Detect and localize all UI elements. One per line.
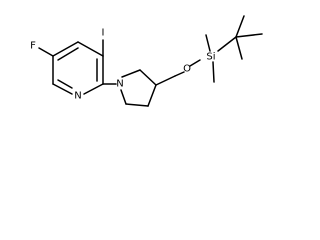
double-bond-n1-c6 [57, 79, 73, 89]
bond-cd-n [120, 89, 127, 105]
pyridine-nitrogen-label: N [74, 91, 81, 102]
bond-tbu-methyl-right [235, 33, 263, 38]
bond-n1-c6 [52, 83, 73, 95]
bond-cc-cd [125, 103, 149, 107]
bond-ch2-o [174, 71, 185, 77]
oxygen-atom-label: O [183, 64, 191, 75]
pyridine-ring [52, 41, 104, 95]
pyrrolidine-nitrogen-label: N [116, 79, 123, 90]
pyrrolidine-ring [120, 69, 157, 107]
bond-tbu-methyl-up [235, 15, 245, 38]
bond-n-ca [121, 69, 141, 78]
bond-c5-c4 [52, 41, 79, 57]
bond-c5-f [38, 47, 54, 57]
silicon-atom-label: Si [206, 52, 215, 63]
fluorine-atom-label: F [30, 41, 36, 52]
bond-cb-ch2 [155, 75, 176, 86]
chemical-structure-diagram: F I N N O Si [30, 15, 263, 107]
bond-c2-n1 [83, 83, 104, 95]
bond-ca-cb [139, 69, 157, 86]
bond-si-methyl-a [205, 34, 211, 52]
bond-cb-cc [147, 84, 157, 107]
bond-si-tert-butyl [217, 36, 237, 52]
double-bond-c5-c4 [57, 47, 79, 61]
iodine-atom-label: I [102, 28, 105, 39]
bond-si-methyl-b [212, 61, 215, 83]
bond-c4-c3 [77, 41, 104, 57]
bond-o-si [189, 59, 201, 67]
bond-tbu-methyl-down [235, 36, 243, 60]
